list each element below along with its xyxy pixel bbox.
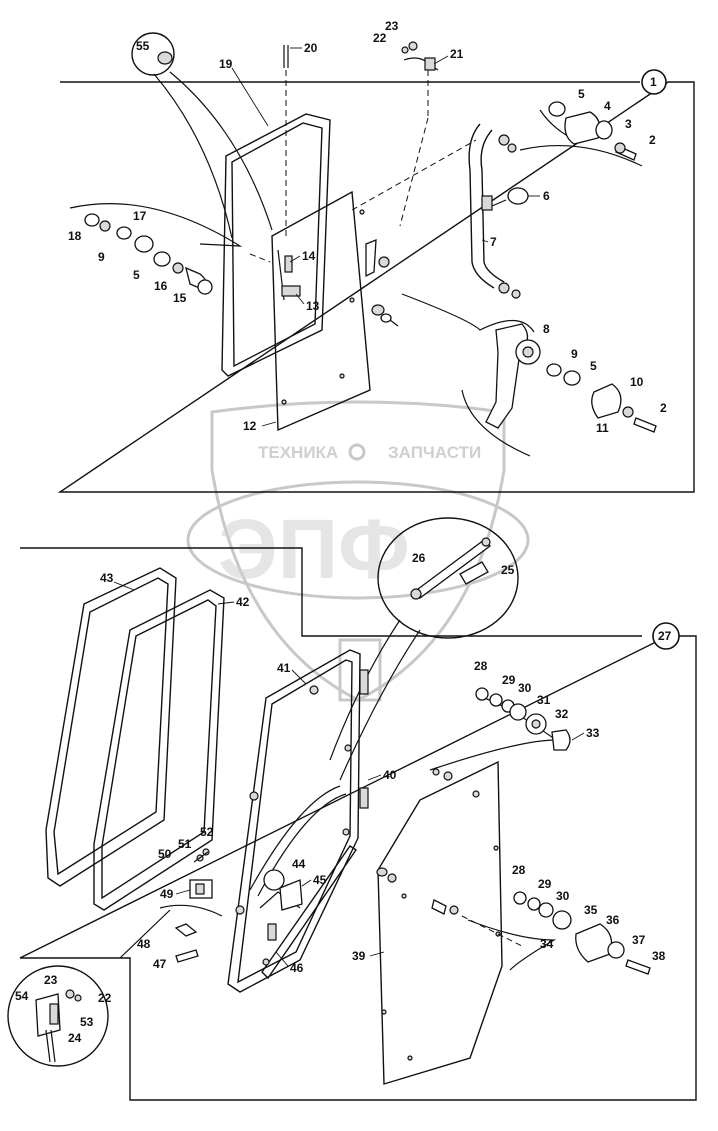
callout-17: 17	[133, 209, 147, 223]
glass-39	[376, 760, 523, 1085]
watermark-logo: ЭПФ	[218, 502, 410, 596]
seal-42	[93, 589, 225, 911]
callout-25: 25	[501, 563, 515, 577]
callout-32: 32	[555, 707, 569, 721]
callout-45: 45	[313, 873, 327, 887]
callout-12: 12	[243, 419, 257, 433]
knob-6	[491, 187, 529, 207]
callout-2-lower: 2	[660, 401, 667, 415]
callout-54: 54	[15, 989, 29, 1003]
callout-44: 44	[292, 857, 306, 871]
callout-46: 46	[290, 961, 304, 975]
group-badge-top: 1	[641, 69, 667, 95]
callout-48: 48	[137, 937, 151, 951]
callout-53: 53	[80, 1015, 94, 1029]
callout-28-lower: 28	[512, 863, 526, 877]
callout-7: 7	[490, 235, 497, 249]
callout-47: 47	[153, 957, 167, 971]
callout-41: 41	[277, 661, 291, 675]
glass-12	[271, 190, 371, 432]
gas-strut-detail	[329, 517, 519, 781]
handle-7	[468, 123, 521, 299]
latch-hardware	[249, 139, 477, 327]
hinge-hardware-left	[69, 203, 243, 295]
callout-35: 35	[584, 903, 598, 917]
callout-40: 40	[383, 768, 397, 782]
callout-42: 42	[236, 595, 250, 609]
watermark-brand-left: ТЕХНИКА	[258, 443, 338, 462]
callout-31: 31	[537, 693, 551, 707]
detail-stop-28-33	[429, 687, 571, 798]
pin-20	[283, 45, 289, 240]
detail-55	[131, 32, 273, 239]
callout-34: 34	[540, 937, 554, 951]
callout-50: 50	[158, 847, 172, 861]
callout-23-top: 23	[385, 19, 399, 33]
callout-22-bottom: 22	[98, 991, 112, 1005]
callout-3: 3	[625, 117, 632, 131]
callout-18: 18	[68, 229, 82, 243]
callout-26: 26	[412, 551, 426, 565]
callout-38: 38	[652, 949, 666, 963]
callout-5-right: 5	[590, 359, 597, 373]
callout-36: 36	[606, 913, 620, 927]
frame-top	[57, 81, 695, 493]
callout-4: 4	[604, 99, 611, 113]
callout-37: 37	[632, 933, 646, 947]
callout-19: 19	[219, 57, 233, 71]
callout-29-upper: 29	[502, 673, 516, 687]
callout-16: 16	[154, 279, 168, 293]
frame-bottom	[19, 547, 697, 1101]
callout-43: 43	[100, 571, 114, 585]
lever-8	[401, 293, 657, 457]
door-frame-41	[227, 649, 369, 993]
callout-13: 13	[306, 299, 320, 313]
group-badge-bottom: 27	[652, 622, 680, 650]
callout-23-bottom: 23	[44, 973, 58, 987]
detail-stop-34-38	[467, 891, 651, 975]
callout-14: 14	[302, 249, 316, 263]
callout-22-top: 22	[373, 31, 387, 45]
callout-49: 49	[160, 887, 174, 901]
latch-49	[119, 848, 223, 963]
bracket-21	[399, 41, 439, 227]
group-top: 1	[57, 19, 695, 493]
watermark-brand-right: ЗАПЧАСТИ	[388, 443, 481, 462]
callout-24: 24	[68, 1031, 82, 1045]
detail-stop-upper	[519, 101, 643, 167]
callout-29-lower: 29	[538, 877, 552, 891]
gear-icon	[348, 443, 366, 461]
stop-block-44-45	[259, 869, 303, 941]
callout-20: 20	[304, 41, 318, 55]
callout-51: 51	[178, 837, 192, 851]
callout-30-lower: 30	[556, 889, 570, 903]
callout-8: 8	[543, 322, 550, 336]
group-bottom: 27	[7, 517, 697, 1101]
callout-9-left: 9	[98, 250, 105, 264]
callout-30-upper: 30	[518, 681, 532, 695]
callout-55: 55	[136, 39, 150, 53]
callout-52: 52	[200, 825, 214, 839]
seal-43	[45, 567, 177, 887]
callout-6: 6	[543, 189, 550, 203]
seal-19	[221, 113, 331, 377]
callout-21: 21	[450, 47, 464, 61]
callout-33: 33	[586, 726, 600, 740]
callout-10: 10	[630, 375, 644, 389]
detail-53-54	[7, 965, 109, 1067]
callout-2-upper: 2	[649, 133, 656, 147]
group-number-top: 1	[650, 75, 657, 89]
callout-5-upper: 5	[578, 87, 585, 101]
callout-11: 11	[596, 421, 609, 435]
callout-9-right: 9	[571, 347, 578, 361]
callout-5-left: 5	[133, 268, 140, 282]
group-number-bottom: 27	[658, 629, 672, 643]
callout-28-upper: 28	[474, 659, 488, 673]
callout-15: 15	[173, 291, 187, 305]
callout-39: 39	[352, 949, 366, 963]
